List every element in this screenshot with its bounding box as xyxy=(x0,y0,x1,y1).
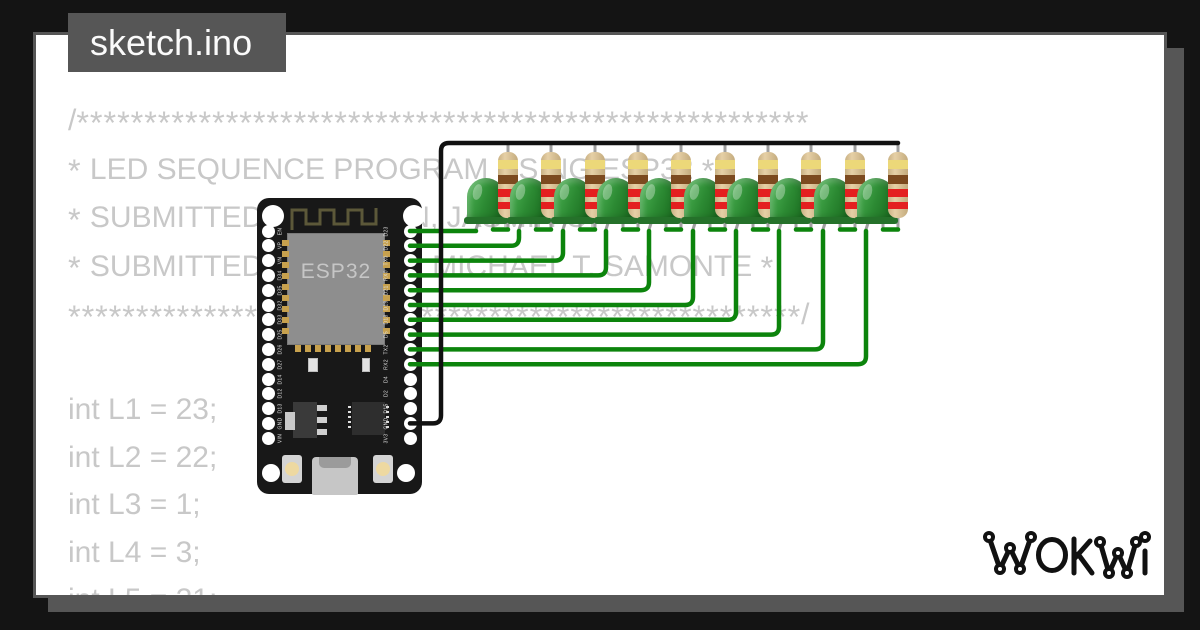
resistor-band xyxy=(888,175,908,184)
regulator-leg xyxy=(317,417,327,423)
resistor-band xyxy=(801,175,821,184)
pin-3v3[interactable] xyxy=(404,431,417,445)
boot-button[interactable] xyxy=(282,455,302,483)
usb-uart-chip xyxy=(348,402,389,435)
code-line: int L5 = 21; xyxy=(68,576,1068,595)
esp32-module: ESP32 xyxy=(282,233,390,345)
logo-letter-k xyxy=(1071,536,1095,576)
mounting-hole xyxy=(262,464,280,482)
regulator-tab xyxy=(285,412,295,430)
pin-d12[interactable] xyxy=(262,387,275,401)
en-button[interactable] xyxy=(373,455,393,483)
code-line: int L2 = 22; xyxy=(68,440,218,474)
resistor-band xyxy=(671,175,691,184)
pin-en[interactable] xyxy=(262,224,275,238)
pin-vp[interactable] xyxy=(262,239,275,253)
resistor-band xyxy=(541,175,561,184)
code-line: int L1 = 23; xyxy=(68,393,218,426)
resistor-band xyxy=(671,160,691,169)
pin-d33[interactable] xyxy=(262,313,275,327)
code-line: /***************************************… xyxy=(68,104,810,141)
code-line: int L3 = 1; xyxy=(68,488,201,521)
pin-d34[interactable] xyxy=(262,268,275,282)
resistor-band xyxy=(715,160,735,169)
regulator-leg xyxy=(317,405,327,411)
resistor-band xyxy=(585,160,605,169)
pin-d32[interactable] xyxy=(262,298,275,312)
resistor-band xyxy=(801,160,821,169)
pin-d26[interactable] xyxy=(262,342,275,356)
resistor-10[interactable] xyxy=(888,152,908,218)
resistor-band xyxy=(498,160,518,169)
module-pads xyxy=(295,345,375,352)
pin-d14[interactable] xyxy=(262,372,275,386)
pin-d13[interactable] xyxy=(262,402,275,416)
sketch-file-tab[interactable]: sketch.ino xyxy=(68,13,286,72)
resistor-band xyxy=(758,160,778,169)
pin-d27[interactable] xyxy=(262,357,275,371)
resistor-band xyxy=(888,160,908,169)
pin-vn[interactable] xyxy=(262,254,275,268)
wokwi-logo xyxy=(983,531,1151,579)
mounting-hole xyxy=(397,464,415,482)
chip-label: ESP32 xyxy=(300,260,372,283)
pin-vin[interactable] xyxy=(262,431,275,445)
resistor-band xyxy=(628,160,648,169)
resistor-band xyxy=(888,189,908,197)
micro-usb-port xyxy=(312,457,358,495)
sketch-file-name: sketch.ino xyxy=(90,22,253,63)
resistor-band xyxy=(888,202,908,209)
pin-d35[interactable] xyxy=(262,283,275,297)
mounting-hole xyxy=(262,205,284,227)
pin-gnd[interactable] xyxy=(262,416,275,430)
antenna-trace-icon xyxy=(290,208,378,230)
resistor-band xyxy=(845,160,865,169)
capacitor xyxy=(362,358,370,372)
regulator-leg xyxy=(317,429,327,435)
code-line: int L4 = 3; xyxy=(68,535,201,569)
voltage-regulator xyxy=(293,402,317,438)
capacitor xyxy=(308,358,318,372)
pin-d25[interactable] xyxy=(262,328,275,342)
resistor-band xyxy=(541,160,561,169)
logo-letter-o xyxy=(1036,537,1068,573)
